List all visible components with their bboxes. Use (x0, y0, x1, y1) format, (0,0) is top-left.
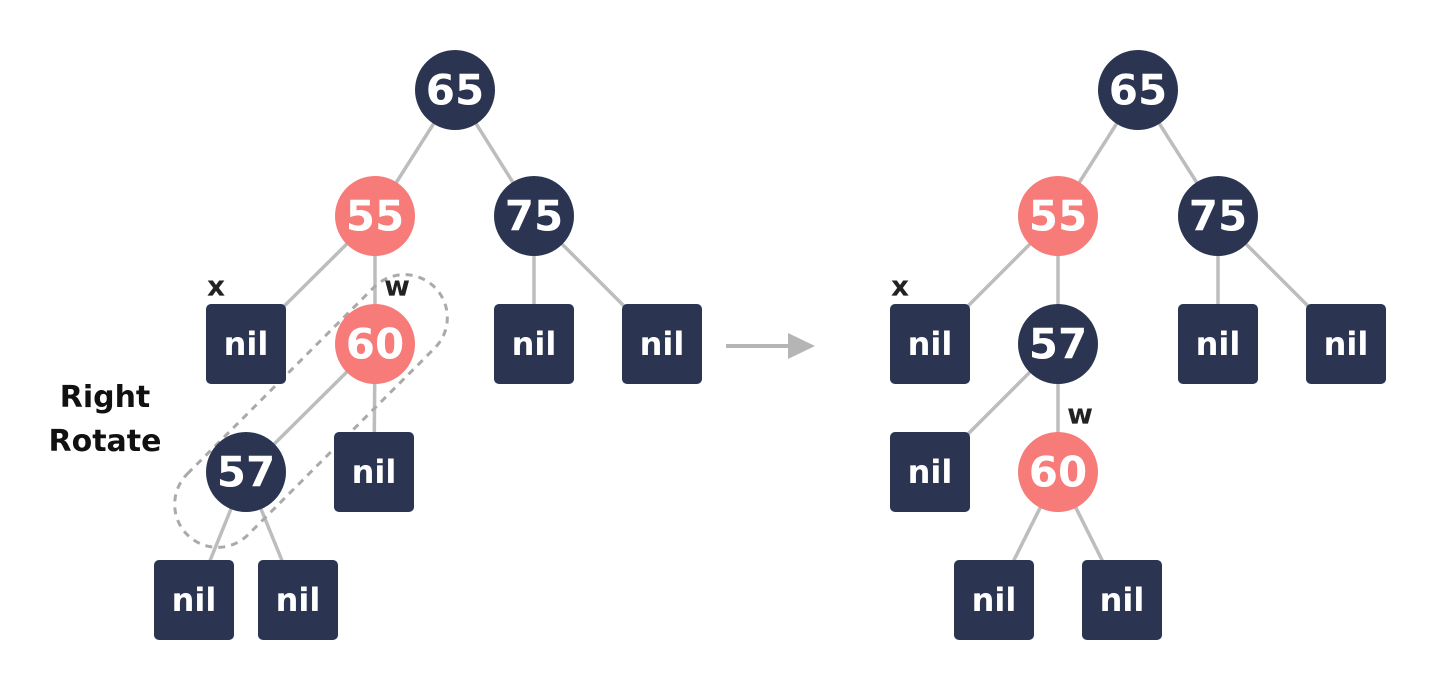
svg-text:nil: nil (224, 325, 269, 363)
nil-leaf: nil (1082, 560, 1162, 640)
node-label: 65 (426, 66, 484, 115)
node-55: 55 (1018, 176, 1098, 256)
svg-text:nil: nil (1100, 581, 1145, 619)
svg-text:nil: nil (972, 581, 1017, 619)
node-60: 60 (335, 304, 415, 384)
node-label: 65 (1109, 66, 1167, 115)
node-65: 65 (1098, 50, 1178, 130)
svg-text:nil: nil (640, 325, 685, 363)
svg-text:nil: nil (512, 325, 557, 363)
after-tree: 65 55 75 57 60 nil nil nil (890, 50, 1386, 640)
svg-text:nil: nil (352, 453, 397, 491)
node-label: 60 (1029, 448, 1087, 497)
transition-arrow (726, 333, 815, 359)
node-label: 55 (1029, 192, 1087, 241)
rotation-outline (173, 273, 449, 549)
nil-leaf: nil (206, 304, 286, 384)
operation-label-line2: Rotate (49, 424, 162, 459)
node-label: 75 (505, 192, 563, 241)
svg-text:nil: nil (172, 581, 217, 619)
node-label: 55 (346, 192, 404, 241)
node-label: 75 (1189, 192, 1247, 241)
node-75: 75 (494, 176, 574, 256)
nil-leaf: nil (890, 432, 970, 512)
node-label: 57 (1029, 320, 1087, 369)
nil-leaf: nil (622, 304, 702, 384)
node-65: 65 (415, 50, 495, 130)
svg-text:nil: nil (908, 453, 953, 491)
node-57: 57 (1018, 304, 1098, 384)
svg-text:nil: nil (1196, 325, 1241, 363)
nil-leaf: nil (890, 304, 970, 384)
node-57: 57 (206, 432, 286, 512)
before-tree: 65 55 75 60 57 nil nil nil (49, 50, 702, 640)
tag-w: w (1067, 398, 1093, 431)
node-label: 57 (217, 448, 275, 497)
tag-w: w (384, 270, 410, 303)
node-label: 60 (346, 320, 404, 369)
operation-label-line1: Right (60, 380, 151, 415)
nil-leaf: nil (494, 304, 574, 384)
nil-leaf: nil (334, 432, 414, 512)
svg-text:nil: nil (276, 581, 321, 619)
nil-leaf: nil (258, 560, 338, 640)
node-60: 60 (1018, 432, 1098, 512)
svg-text:nil: nil (908, 325, 953, 363)
tag-x: x (207, 270, 225, 303)
nil-leaf: nil (1306, 304, 1386, 384)
nil-leaf: nil (1178, 304, 1258, 384)
node-55: 55 (335, 176, 415, 256)
nil-leaf: nil (154, 560, 234, 640)
svg-text:nil: nil (1324, 325, 1369, 363)
node-75: 75 (1178, 176, 1258, 256)
nil-leaf: nil (954, 560, 1034, 640)
tag-x: x (891, 270, 909, 303)
